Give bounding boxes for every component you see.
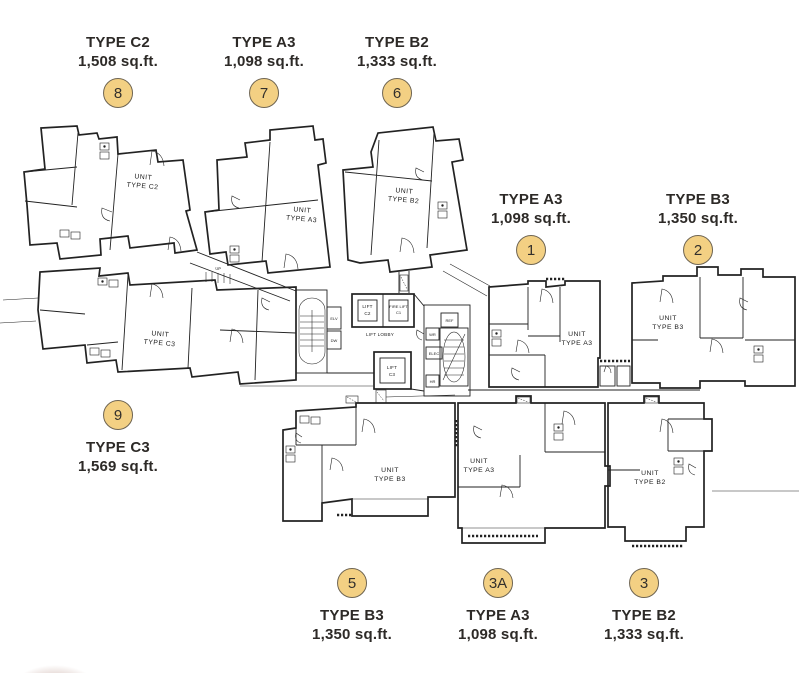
unit-type-label: TYPE B2 (365, 34, 429, 51)
unit-label-b2-bottom-line2: TYPE B2 (634, 479, 665, 486)
unit-type-label: TYPE A3 (466, 607, 530, 624)
unit-number: 3 (639, 574, 649, 592)
unit-label-c2-line2: TYPE C2 (126, 182, 158, 192)
unit-area-label: 1,350 sq.ft. (312, 626, 392, 643)
unit-label-b2-top-line1: UNIT (395, 187, 413, 196)
unit-number-badge: 5 (337, 568, 367, 598)
hr-label: HR (430, 379, 436, 384)
unit-area-label: 1,508 sq.ft. (78, 53, 158, 70)
unit-number: 6 (392, 84, 402, 102)
unit-callout-8: TYPE C2 1,508 sq.ft. 8 (78, 33, 158, 108)
unit-callout-6: TYPE B2 1,333 sq.ft. 6 (357, 33, 437, 108)
unit-label-a3-top-line1: UNIT (293, 206, 311, 215)
unit-type-label: TYPE A3 (232, 34, 296, 51)
unit-number-badge: 6 (382, 78, 412, 108)
unit-number-badge: 1 (516, 235, 546, 265)
unit-callout-3: 3 TYPE B2 1,333 sq.ft. (604, 568, 684, 644)
unit-type-label: TYPE C3 (86, 439, 150, 456)
lift-c2-number: C2 (364, 311, 371, 316)
unit-area-label: 1,350 sq.ft. (658, 210, 738, 227)
unit-label-a3-right-line1: UNIT (568, 331, 586, 338)
unit-b3-right-walls (631, 266, 796, 389)
unit-number: 1 (526, 241, 536, 259)
unit-callout-9: 9 TYPE C3 1,569 sq.ft. (78, 400, 158, 476)
unit-number: 5 (347, 574, 357, 592)
unit-callout-5: 5 TYPE B3 1,350 sq.ft. (312, 568, 392, 644)
unit-c2-walls (23, 125, 199, 260)
unit-callout-1: TYPE A3 1,098 sq.ft. 1 (491, 190, 571, 265)
unit-b2-bottom-walls (607, 395, 799, 548)
unit-number: 2 (693, 241, 703, 259)
unit-number-badge: 8 (103, 78, 133, 108)
ref-label: REF (446, 318, 455, 323)
unit-number-badge: 7 (249, 78, 279, 108)
unit-area-label: 1,569 sq.ft. (78, 458, 158, 475)
unit-callout-2: TYPE B3 1,350 sq.ft. 2 (658, 190, 738, 265)
elec-label: ELEC (429, 351, 440, 356)
unit-label-b3-bottom-line2: TYPE B3 (374, 476, 405, 483)
unit-c3-walls: UP (0, 266, 456, 398)
lift-lobby-label: LIFT LOBBY (366, 332, 394, 337)
unit-label-b2-bottom-line1: UNIT (641, 470, 659, 477)
unit-area-label: 1,333 sq.ft. (357, 53, 437, 70)
unit-area-label: 1,098 sq.ft. (491, 210, 571, 227)
unit-a3-top-walls (204, 125, 331, 274)
unit-number: 8 (113, 84, 123, 102)
plan-unit-labels: UNIT TYPE C2 UNIT TYPE A3 UNIT TYPE B2 U… (126, 173, 683, 486)
unit-number: 7 (259, 84, 269, 102)
unit-a3-bottom-walls (454, 395, 611, 544)
decorative-arc (23, 665, 87, 673)
fire-lift-label: FIRE LIFT (389, 304, 408, 309)
core-lifts: LIFT C2 FIRE LIFT C1 LIFT LOBBY LIFT C3 (327, 293, 425, 404)
unit-type-label: TYPE B2 (612, 607, 676, 624)
unit-label-c3-line1: UNIT (151, 330, 169, 339)
unit-b3-bottom-walls (282, 395, 456, 522)
unit-label-a3-bottom-line2: TYPE A3 (463, 467, 494, 474)
unit-callout-3a: 3A TYPE A3 1,098 sq.ft. (458, 568, 538, 644)
unit-type-label: TYPE C2 (86, 34, 150, 51)
unit-area-label: 1,098 sq.ft. (224, 53, 304, 70)
unit-number-badge: 9 (103, 400, 133, 430)
unit-area-label: 1,098 sq.ft. (458, 626, 538, 643)
lift-c3-label: LIFT (387, 365, 397, 370)
fire-lift-number: C1 (396, 310, 402, 315)
core-services: REF WR ELEC HR (416, 304, 471, 397)
core-left-stair: ELV DW (295, 289, 342, 374)
unit-type-label: TYPE B3 (320, 607, 384, 624)
stair-up-label: UP (215, 266, 221, 271)
wr-label: WR (429, 332, 436, 337)
unit-type-label: TYPE B3 (666, 191, 730, 208)
elv-label: ELV (330, 316, 338, 321)
unit-label-b3-right-line1: UNIT (659, 315, 677, 322)
corridor-top-left (189, 251, 297, 302)
lift-c3-number: C3 (389, 372, 396, 377)
lift-c2-label: LIFT (362, 304, 372, 309)
dw-label: DW (331, 338, 338, 343)
unit-label-c2-line1: UNIT (134, 173, 152, 182)
unit-type-label: TYPE A3 (499, 191, 563, 208)
unit-b2-top-walls (342, 126, 491, 297)
unit-label-b3-bottom-line1: UNIT (381, 467, 399, 474)
unit-a3-right-walls (488, 277, 631, 388)
unit-number-badge: 3A (483, 568, 513, 598)
unit-number: 3A (488, 574, 508, 592)
unit-label-a3-top-line2: TYPE A3 (286, 215, 318, 225)
unit-area-label: 1,333 sq.ft. (604, 626, 684, 643)
unit-number-badge: 3 (629, 568, 659, 598)
unit-label-b3-right-line2: TYPE B3 (652, 324, 683, 331)
unit-label-c3-line2: TYPE C3 (143, 339, 175, 349)
unit-label-a3-bottom-line1: UNIT (470, 458, 488, 465)
unit-label-a3-right-line2: TYPE A3 (561, 340, 592, 347)
unit-label-b2-top-line2: TYPE B2 (388, 196, 420, 206)
unit-number-badge: 2 (683, 235, 713, 265)
unit-callout-7: TYPE A3 1,098 sq.ft. 7 (224, 33, 304, 108)
unit-number: 9 (113, 406, 123, 424)
